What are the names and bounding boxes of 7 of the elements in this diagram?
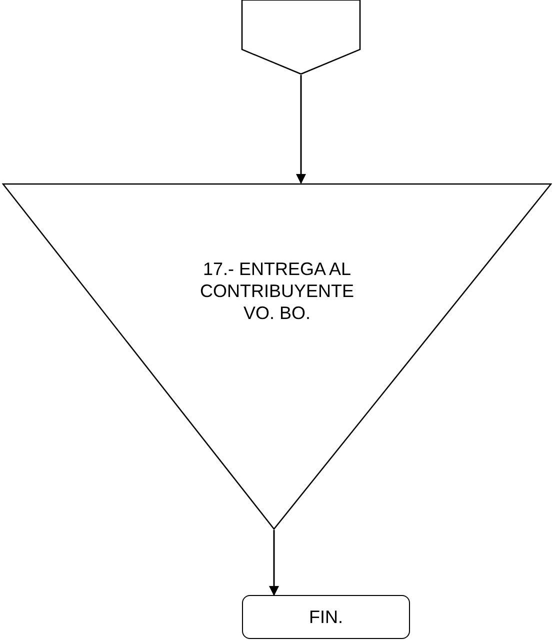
node-text: FIN.	[309, 606, 343, 628]
off-page-connector	[241, 0, 361, 75]
triangle-node	[2, 183, 552, 530]
node-text: 17.- ENTREGA AL CONTRIBUYENTE VO. BO.	[198, 258, 355, 325]
arrow	[269, 530, 279, 596]
arrow	[296, 75, 306, 184]
terminator-box	[242, 595, 410, 639]
